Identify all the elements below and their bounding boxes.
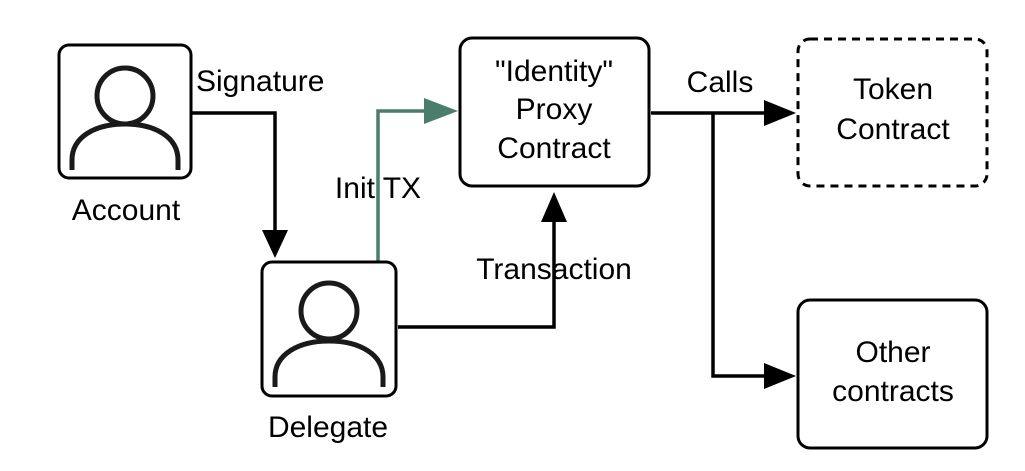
delegate-label: Delegate [268, 411, 388, 444]
other-label-line-1: Other [855, 336, 930, 369]
edge-label-transaction: Transaction [476, 253, 632, 286]
proxy-label-line-1: "Identity" [495, 55, 613, 88]
edge-transaction [398, 222, 556, 329]
edge-label-init-tx: Init TX [335, 172, 421, 205]
edge-signature-arrowhead [262, 230, 288, 258]
edge-init-tx [376, 109, 432, 263]
delegate-node [260, 260, 398, 398]
edge-label-signature: Signature [196, 65, 324, 98]
delegate-box [260, 260, 398, 398]
token-label-line-2: Contract [836, 113, 950, 146]
account-node [57, 43, 193, 180]
delegate-person-icon [272, 280, 386, 387]
other-node [796, 298, 989, 450]
edge-calls-token-arrowhead [764, 100, 796, 126]
other-label-line-2: contracts [832, 375, 954, 408]
edge-calls-other [711, 113, 770, 378]
edge-transaction-arrowhead [541, 192, 567, 222]
token-label-line-1: Token [853, 73, 933, 106]
proxy-node [458, 36, 651, 188]
token-box [796, 37, 989, 188]
edge-signature [192, 111, 277, 238]
edge-label-calls: Calls [687, 66, 754, 99]
proxy-label-line-2: Proxy [516, 93, 593, 126]
proxy-box [458, 36, 651, 188]
account-person-icon [69, 65, 181, 170]
edge-calls-other-arrowhead [764, 363, 796, 389]
other-box [796, 298, 989, 450]
account-label: Account [72, 194, 181, 227]
edge-init-tx-arrowhead [424, 98, 458, 124]
proxy-label-line-3: Contract [497, 132, 611, 165]
account-box [57, 43, 193, 180]
token-node [796, 37, 989, 188]
